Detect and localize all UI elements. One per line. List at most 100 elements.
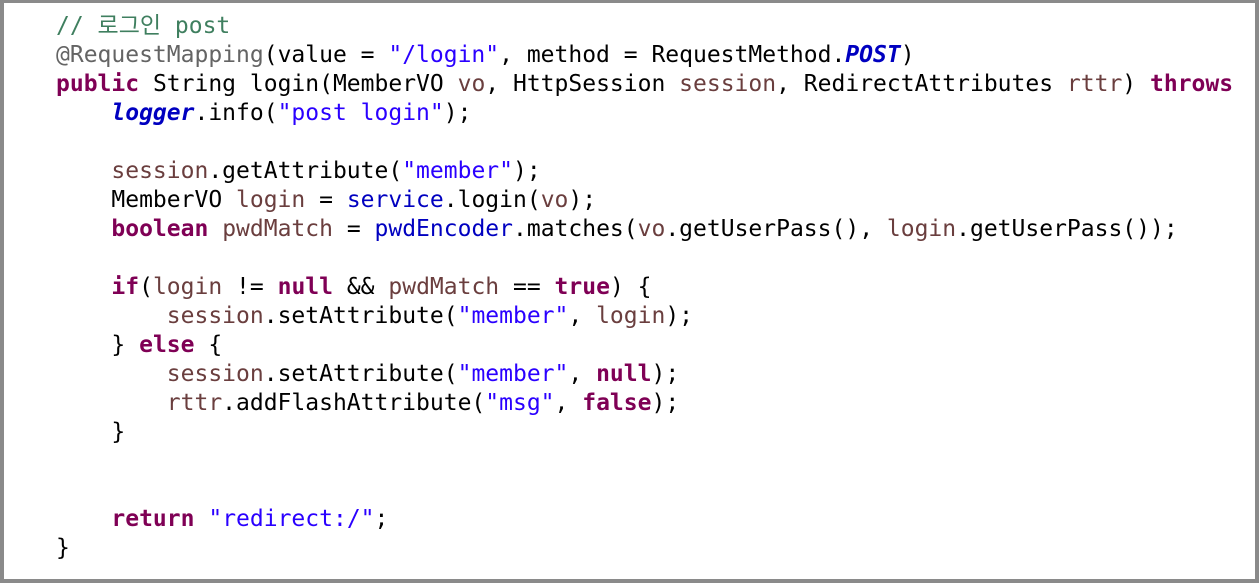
code-token: [56, 506, 111, 532]
code-token: (value =: [263, 42, 389, 68]
code-line: if(login != null && pwdMatch == true) {: [56, 273, 1233, 302]
code-token: ,: [568, 361, 597, 387]
code-token: );: [665, 303, 694, 329]
code-line: boolean pwdMatch = pwdEncoder.matches(vo…: [56, 215, 1233, 244]
code-token: .setAttribute(: [263, 361, 458, 387]
code-line: }: [56, 534, 1233, 563]
code-token: .getUserPass(),: [665, 216, 887, 242]
code-token: );: [568, 187, 597, 213]
code-line: // 로그인 post: [56, 12, 1233, 41]
code-token: pwdEncoder: [374, 216, 513, 242]
code-token: "msg": [485, 390, 555, 416]
code-token: );: [651, 390, 680, 416]
code-token: , HttpSession: [485, 71, 680, 97]
code-line: } else {: [56, 331, 1233, 360]
code-token: ==: [499, 274, 555, 300]
code-token: }: [56, 332, 140, 358]
code-token: else: [139, 332, 195, 358]
code-token: vo: [457, 71, 486, 97]
code-token: vo: [540, 187, 569, 213]
code-line: [56, 244, 1233, 273]
code-token: rttr: [1066, 71, 1123, 97]
code-token: .info(: [194, 100, 278, 126]
code-token: session: [166, 303, 264, 329]
code-token: vo: [637, 216, 666, 242]
code-line: session.setAttribute("member", null);: [56, 360, 1233, 389]
code-token: [56, 390, 167, 416]
code-token: "/login": [388, 42, 500, 68]
code-line: public String login(MemberVO vo, HttpSes…: [56, 70, 1233, 99]
code-token: rttr: [166, 390, 223, 416]
code-editor[interactable]: // 로그인 post@RequestMapping(value = "/log…: [56, 12, 1233, 563]
code-token: session: [166, 361, 264, 387]
code-token: , RedirectAttributes: [776, 71, 1067, 97]
code-token: .getAttribute(: [208, 158, 403, 184]
code-token: .matches(: [513, 216, 638, 242]
code-token: service: [346, 187, 444, 213]
code-line: [56, 476, 1233, 505]
code-token: "post login": [277, 100, 444, 126]
code-token: [208, 216, 222, 242]
code-token: ): [1122, 71, 1150, 97]
code-token: }: [56, 419, 126, 445]
code-token: MemberVO: [56, 187, 237, 213]
code-token: [56, 361, 167, 387]
code-token: boolean: [111, 216, 209, 242]
code-token: [194, 506, 208, 532]
code-token: "member": [457, 303, 569, 329]
code-line: @RequestMapping(value = "/login", method…: [56, 41, 1233, 70]
code-token: login: [886, 216, 957, 242]
code-line: MemberVO login = service.login(vo);: [56, 186, 1233, 215]
code-token: "member": [457, 361, 569, 387]
code-token: .setAttribute(: [263, 303, 458, 329]
code-token: logger: [111, 100, 195, 126]
code-token: session: [679, 71, 777, 97]
code-token: ,: [568, 303, 597, 329]
code-token: ): [900, 42, 915, 68]
code-token: false: [582, 390, 652, 416]
code-token: return: [111, 506, 195, 532]
code-token: , method = RequestMethod.: [499, 42, 846, 68]
code-token: {: [194, 332, 223, 358]
code-line: [56, 128, 1233, 157]
code-line: [56, 447, 1233, 476]
code-token: ;: [374, 506, 389, 532]
code-token: login: [596, 303, 666, 329]
code-line: logger.info("post login");: [56, 99, 1233, 128]
code-token: [56, 303, 167, 329]
code-line: }: [56, 418, 1233, 447]
code-token: if: [111, 274, 140, 300]
code-token: public: [56, 71, 140, 97]
code-token: String login(MemberVO: [139, 71, 458, 97]
code-token: (: [139, 274, 153, 300]
code-token: [56, 216, 111, 242]
code-token: .addFlashAttribute(: [222, 390, 486, 416]
code-token: pwdMatch: [388, 274, 500, 300]
code-token: null: [596, 361, 652, 387]
code-token: [56, 100, 111, 126]
code-token: null: [277, 274, 333, 300]
code-token: session: [111, 158, 209, 184]
code-token: );: [443, 100, 472, 126]
code-token: true: [554, 274, 610, 300]
code-token: login: [152, 274, 223, 300]
code-token: [56, 274, 111, 300]
code-token: ) {: [609, 274, 652, 300]
code-token: [56, 158, 111, 184]
code-token: );: [512, 158, 541, 184]
code-token: .login(: [443, 187, 541, 213]
code-token: .getUserPass());: [956, 216, 1178, 242]
code-token: "redirect:/": [208, 506, 375, 532]
code-token: throws: [1150, 71, 1234, 97]
code-token: &&: [332, 274, 389, 300]
code-token: @RequestMapping: [56, 42, 264, 68]
code-token: ,: [554, 390, 583, 416]
code-line: rttr.addFlashAttribute("msg", false);: [56, 389, 1233, 418]
code-token: !=: [222, 274, 278, 300]
code-token: =: [332, 216, 375, 242]
code-token: =: [305, 187, 347, 213]
code-token: }: [56, 535, 70, 561]
code-line: session.setAttribute("member", login);: [56, 302, 1233, 331]
code-token: login: [236, 187, 306, 213]
